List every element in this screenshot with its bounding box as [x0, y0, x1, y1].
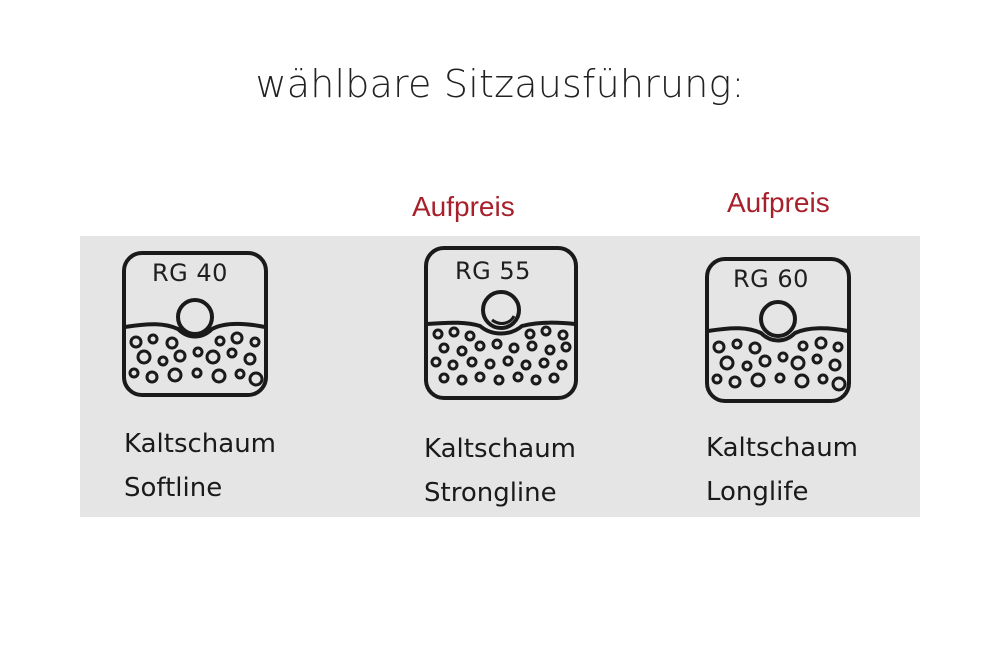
density-code-rg40: RG 40 — [152, 259, 228, 287]
surcharge-label-longlife: Aufpreis — [727, 187, 830, 218]
option-label-strongline: Kaltschaum Strongline — [424, 427, 576, 515]
surcharge-label-strongline: Aufpreis — [412, 191, 515, 222]
option-material: Kaltschaum — [424, 434, 577, 464]
option-line: Softline — [124, 473, 223, 503]
density-code-rg60: RG 60 — [733, 265, 809, 293]
option-line: Strongline — [424, 478, 557, 508]
option-label-longlife: Kaltschaum Longlife — [706, 426, 858, 514]
density-code-rg55: RG 55 — [455, 257, 531, 285]
option-line: Longlife — [706, 477, 809, 507]
page-title: wählbare Sitzausführung: — [255, 62, 745, 106]
option-label-softline: Kaltschaum Softline — [124, 422, 276, 510]
foam-density-icon-rg40 — [122, 251, 268, 397]
option-material: Kaltschaum — [124, 429, 277, 459]
foam-density-icon-rg55 — [424, 246, 578, 400]
option-material: Kaltschaum — [706, 433, 859, 463]
foam-density-icon-rg60 — [705, 257, 851, 403]
